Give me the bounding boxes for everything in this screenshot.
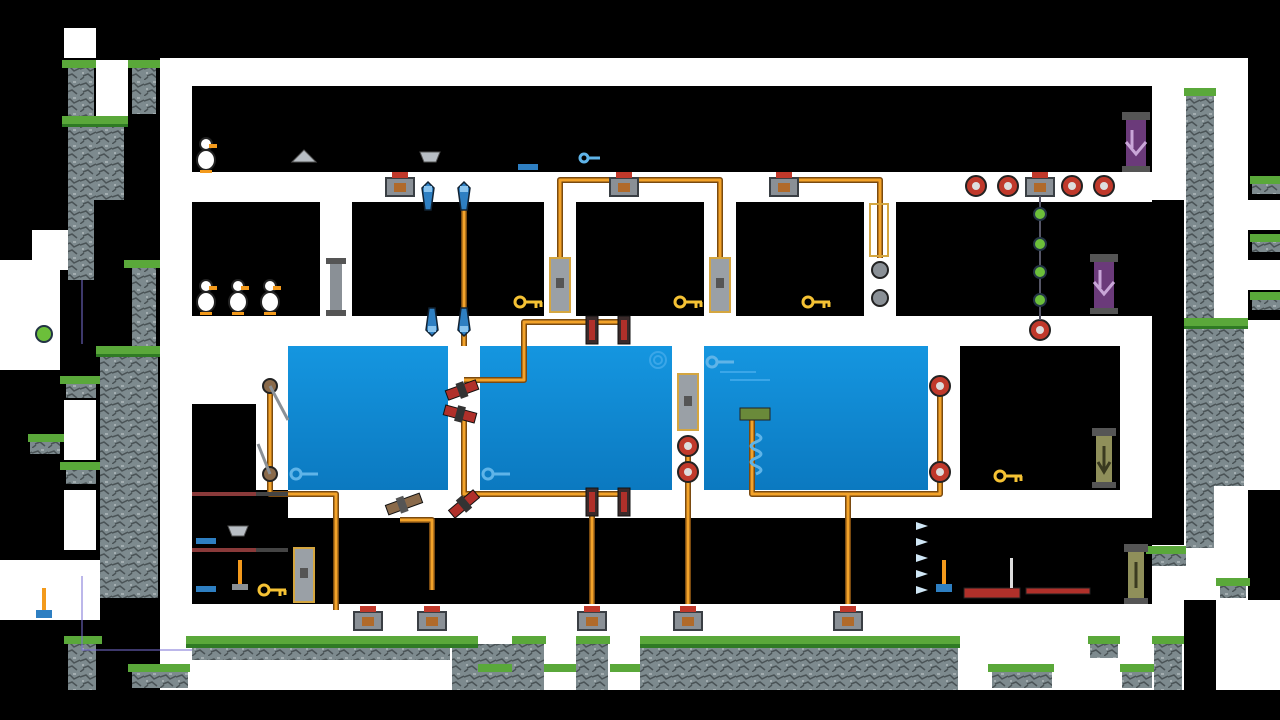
items: [36, 149, 1091, 618]
key: [993, 469, 1023, 483]
lever: [262, 378, 290, 421]
key-faded: [481, 467, 510, 481]
turret: [425, 307, 439, 338]
button: [673, 606, 703, 631]
turret: [444, 379, 480, 401]
saw: [1093, 175, 1115, 197]
saw: [997, 175, 1019, 197]
saw: [1029, 319, 1051, 341]
duck: [260, 279, 281, 315]
portal: [1122, 112, 1150, 172]
button: [769, 172, 799, 197]
hammer: [36, 588, 52, 618]
saw: [871, 289, 889, 307]
hammer: [232, 560, 248, 590]
button: [385, 172, 415, 197]
door: [677, 373, 699, 431]
button: [609, 172, 639, 197]
doors: [293, 203, 889, 603]
saw: [929, 461, 951, 483]
rooms: [192, 86, 1184, 604]
duck: [196, 279, 217, 315]
turrets: [384, 180, 631, 519]
mines: [35, 196, 1047, 343]
button: [417, 606, 447, 631]
keys: [257, 152, 1023, 597]
spring: [749, 432, 763, 476]
portals: [326, 112, 1150, 604]
turret: [585, 487, 599, 517]
turret: [617, 487, 631, 517]
pistol: [518, 164, 538, 170]
wires: [267, 177, 943, 610]
door: [293, 547, 315, 603]
ducks: [196, 137, 281, 315]
pistol: [196, 538, 216, 544]
key: [673, 295, 703, 309]
key: [513, 295, 543, 309]
water: [288, 346, 928, 490]
saw: [965, 175, 987, 197]
portal: [1090, 254, 1118, 314]
button: [833, 606, 863, 631]
shelf: [192, 492, 288, 552]
spikes: [916, 522, 928, 594]
duck: [228, 279, 249, 315]
door-open: [869, 203, 889, 257]
hat: [227, 525, 249, 537]
key: [801, 295, 831, 309]
grass-ledges: [28, 60, 1280, 688]
turret: [457, 180, 471, 211]
saws: [677, 175, 1115, 483]
hat: [419, 151, 441, 163]
pistol: [196, 586, 216, 592]
saw: [1061, 175, 1083, 197]
lever: [256, 443, 278, 482]
turret: [617, 315, 631, 345]
turret: [442, 404, 478, 424]
shotgun: [1025, 587, 1091, 595]
turret: [421, 180, 435, 211]
rock-columns: [68, 68, 1244, 690]
hat: [290, 149, 318, 163]
door: [709, 257, 731, 313]
key-faded: [705, 355, 734, 369]
buttons: [353, 172, 1055, 631]
turret: [447, 489, 481, 519]
chainsaw: [963, 558, 1021, 599]
guide-lines: [81, 280, 192, 651]
turret: [585, 315, 599, 345]
exit-pad: [1092, 428, 1116, 488]
key: [257, 583, 287, 597]
key-faded: [289, 467, 318, 481]
cannon: [739, 407, 771, 421]
button: [353, 606, 383, 631]
pillar: [326, 258, 346, 316]
key-faded: [578, 152, 600, 164]
button: [577, 606, 607, 631]
exit-pad: [1124, 544, 1148, 604]
saw: [677, 435, 699, 457]
turret: [384, 492, 424, 516]
turret: [457, 307, 471, 338]
saw: [677, 461, 699, 483]
duck: [196, 137, 217, 173]
hammer: [936, 560, 952, 592]
saw: [871, 261, 889, 279]
saw: [929, 375, 951, 397]
door: [549, 257, 571, 313]
